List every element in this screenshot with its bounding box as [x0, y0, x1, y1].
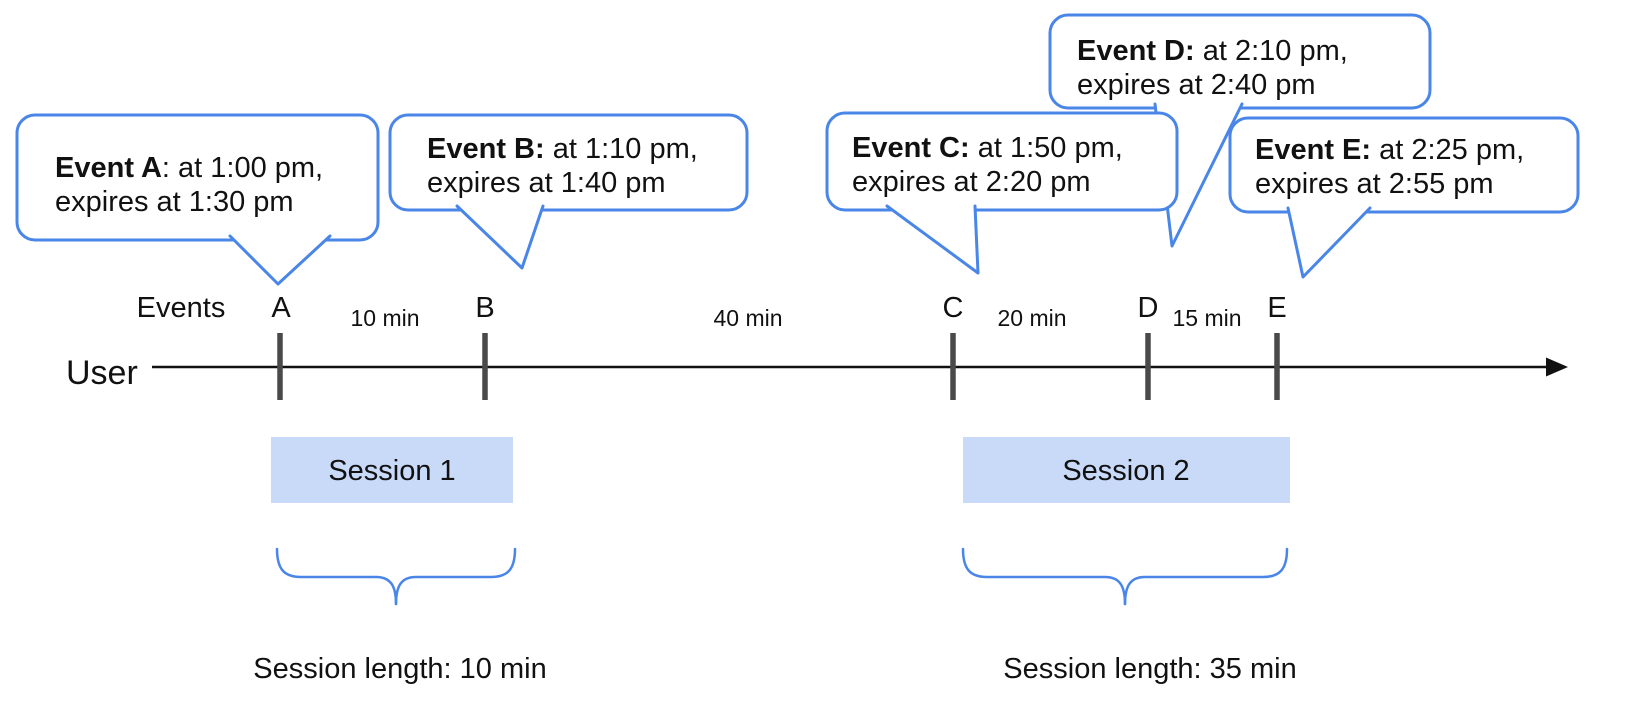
bubble-c-time: at 1:50 pm, — [970, 132, 1123, 164]
timeline-axis — [152, 333, 1568, 400]
bubble-c-body — [825, 111, 1179, 212]
gap-label-c-d: 20 min — [997, 305, 1066, 331]
bubble-b-line1: Event B: at 1:10 pm, — [427, 133, 698, 165]
bubble-b-body — [388, 113, 749, 212]
user-row-label: User — [66, 354, 138, 392]
tick-label-a: A — [271, 292, 291, 324]
speech-bubble-event-e — [1228, 116, 1580, 279]
session-1-length-label: Session length: 10 min — [253, 653, 546, 685]
session-2-box — [963, 437, 1290, 503]
gap-label-d-e: 15 min — [1172, 305, 1241, 331]
tick-label-d: D — [1138, 292, 1159, 324]
session-1-brace — [275, 547, 517, 606]
session-1-box — [271, 437, 513, 503]
bubble-b-tail — [455, 204, 545, 270]
speech-bubble-event-c — [825, 111, 1179, 275]
speech-bubble-event-d — [1048, 13, 1432, 248]
bubble-a-line2: expires at 1:30 pm — [55, 186, 294, 218]
bubble-e-tail — [1286, 206, 1372, 279]
tick-label-c: C — [943, 292, 964, 324]
bubble-d-title: Event D: — [1077, 35, 1195, 67]
bubble-e-line2: expires at 2:55 pm — [1255, 168, 1494, 200]
bubble-b-time: at 1:10 pm, — [545, 133, 698, 165]
brace-left-half — [961, 547, 1127, 606]
bubble-d-line2: expires at 2:40 pm — [1077, 69, 1316, 101]
session-1-label: Session 1 — [328, 455, 455, 487]
bubble-a-line1: Event A: at 1:00 pm, — [55, 152, 323, 184]
session-2-brace — [961, 547, 1289, 606]
bubble-b-title: Event B: — [427, 133, 545, 165]
session-2-label: Session 2 — [1062, 455, 1189, 487]
brace-right-half — [1123, 547, 1289, 606]
bubble-b-line2: expires at 1:40 pm — [427, 167, 666, 199]
bubble-e-title: Event E: — [1255, 134, 1371, 166]
bubble-c-line1: Event C: at 1:50 pm, — [852, 132, 1123, 164]
tick-label-e: E — [1267, 292, 1286, 324]
bubble-a-tail — [228, 234, 332, 286]
bubble-e-line1: Event E: at 2:25 pm, — [1255, 134, 1524, 166]
brace-right-half — [394, 547, 517, 606]
bubble-d-line1: Event D: at 2:10 pm, — [1077, 35, 1348, 67]
bubble-e-time: at 2:25 pm, — [1371, 134, 1524, 166]
bubble-a-body — [15, 113, 380, 242]
gap-label-a-b: 10 min — [350, 305, 419, 331]
bubble-c-title: Event C: — [852, 132, 970, 164]
speech-bubble-event-a — [15, 113, 380, 286]
timeline-arrowhead-icon — [1546, 357, 1568, 377]
session-2-length-label: Session length: 35 min — [1003, 653, 1296, 685]
events-row-label: Events — [137, 292, 226, 324]
bubble-c-tail — [885, 204, 980, 275]
bubble-a-title: Event A — [55, 152, 162, 184]
gap-label-b-c: 40 min — [713, 305, 782, 331]
speech-bubble-event-b — [388, 113, 749, 270]
bubble-e-body — [1228, 116, 1580, 214]
bubble-a-time: : at 1:00 pm, — [162, 152, 323, 184]
brace-left-half — [275, 547, 398, 606]
tick-label-b: B — [475, 292, 494, 324]
bubble-c-line2: expires at 2:20 pm — [852, 166, 1091, 198]
bubble-d-time: at 2:10 pm, — [1195, 35, 1348, 67]
